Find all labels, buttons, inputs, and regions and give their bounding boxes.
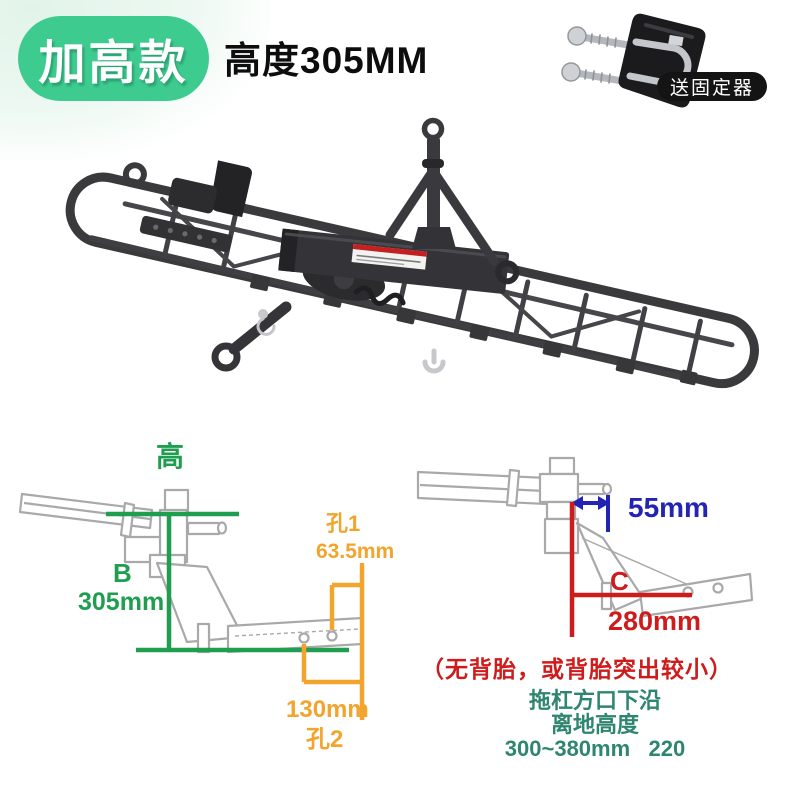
- value-130mm: 130mm: [286, 696, 369, 723]
- lower-arm: [211, 301, 292, 372]
- red-note: （无背胎，或背胎突出较小）: [421, 656, 733, 682]
- hitch-receiver-tube: [278, 228, 520, 294]
- dimension-diagram-right: 55mm C 280mm: [416, 456, 754, 637]
- blue-dimension: [571, 495, 610, 532]
- value-63-5mm: 63.5mm: [316, 540, 394, 563]
- label-hole1: 孔1: [326, 511, 360, 536]
- value-55mm: 55mm: [628, 492, 709, 523]
- label-hole2: 孔2: [306, 726, 343, 753]
- footer-note-line3: 300~380mm 220: [504, 736, 686, 761]
- green-dimension-lines: [106, 511, 349, 653]
- red-dimension-lines: [569, 502, 692, 637]
- bracket-drawing-right: [416, 456, 754, 618]
- label-c: C: [610, 566, 629, 596]
- variant-badge: 加高款: [18, 16, 209, 101]
- variant-badge-label: 加高款: [38, 36, 189, 89]
- upright-post: [385, 117, 499, 266]
- dimension-diagram-left: 高 B 305mm 孔1 63.5mm 130mm 孔2: [18, 441, 394, 753]
- page-title: 高度305MM: [224, 40, 429, 81]
- bracket-drawing-left: [18, 488, 364, 654]
- clevis-pin: [256, 309, 276, 336]
- label-b: B: [113, 558, 132, 588]
- product-photo: [65, 117, 759, 389]
- footer-note-line2: 离地高度: [550, 712, 639, 737]
- value-280mm: 280mm: [608, 606, 701, 636]
- hitch-clamp-icon: [561, 13, 706, 108]
- wheel-chock: [168, 160, 252, 218]
- label-height: 高: [156, 441, 184, 472]
- value-305mm: 305mm: [78, 588, 164, 616]
- footer-note-line1: 拖杠方口下沿: [528, 688, 661, 713]
- gift-badge: 送固定器: [657, 72, 768, 101]
- footer-note: 拖杠方口下沿 离地高度 300~380mm 220: [450, 690, 740, 762]
- product-label: [351, 244, 428, 270]
- gift-badge-label: 送固定器: [670, 78, 755, 99]
- tie-down-ring: [122, 162, 147, 187]
- orange-dimension-lines: [301, 563, 365, 720]
- safety-hook: [422, 348, 446, 374]
